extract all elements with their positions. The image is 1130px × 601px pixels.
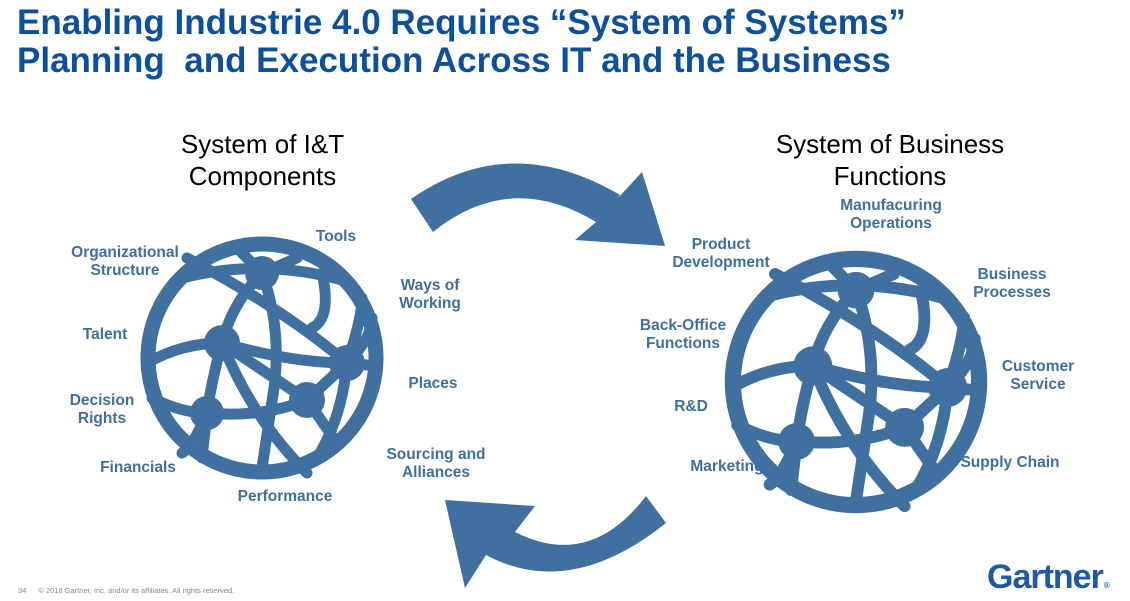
page-number: 34 <box>18 586 27 595</box>
label-supply-chain: Supply Chain <box>960 454 1060 471</box>
footer: 34 © 2018 Gartner, Inc. and/or its affili… <box>18 586 246 595</box>
arrow-right-curved-icon <box>411 163 665 246</box>
label-r-and-d: R&D <box>674 398 708 415</box>
label-performance: Performance <box>237 488 333 505</box>
label-marketing: Marketing <box>690 458 764 475</box>
label-financials: Financials <box>100 459 176 476</box>
slide-title: Enabling Industrie 4.0 Requires “System … <box>17 4 906 80</box>
slide-title-line-1: Enabling Industrie 4.0 Requires “System … <box>17 3 906 42</box>
label-sales: Sales <box>838 498 880 515</box>
label-places: Places <box>408 375 458 392</box>
copyright-text: © 2018 Gartner, Inc. and/or its affiliat… <box>38 586 235 595</box>
registered-mark: ® <box>1103 581 1110 590</box>
gartner-logo: Gartner® <box>987 558 1110 596</box>
slide-title-line-2: Planning and Execution Across IT and the… <box>17 41 891 80</box>
label-tools: Tools <box>315 228 357 245</box>
label-talent: Talent <box>82 326 128 343</box>
arrow-left-curved-icon <box>445 496 666 588</box>
